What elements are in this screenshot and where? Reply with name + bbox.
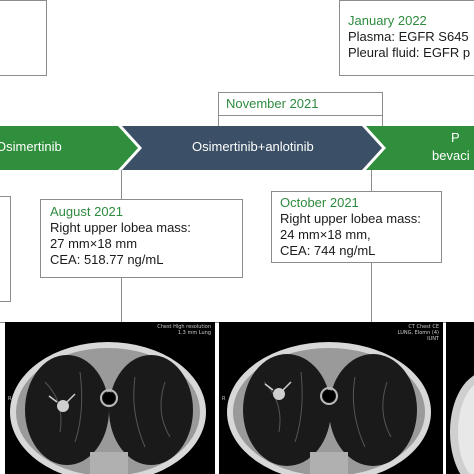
ct-scan-drawing [5,322,215,474]
event-box-january-2022: January 2022 Plasma: EGFR S645 Pleural f… [339,0,474,76]
event-line: 27 mm×18 mm [50,236,138,251]
scan-side-marker: R [8,396,12,402]
connector-line [121,170,122,200]
event-date: November 2021 [226,96,319,111]
ct-scan-image-october: CT Chest CE LUNG, Elomn (4) IUNT R [219,322,443,474]
event-line: Plasma: EGFR S645 [348,29,469,44]
event-line: Right upper lobea mass: [280,211,421,226]
timeline-segment-osimertinib [0,126,138,170]
event-line: 24 mm×18 mm, [280,227,371,242]
connector-line [371,263,372,322]
connector-line [121,278,122,322]
connector-line [371,170,372,192]
connector-line [218,115,219,127]
event-box-october-2021: October 2021 Right upper lobea mass: 24 … [271,191,442,263]
scan-caption: Chest High resolution 1.3 mm Lung [157,324,211,336]
connector-line [382,115,383,127]
timeline-arrows [0,126,474,170]
event-line: Right upper lobea mass: [50,220,191,235]
timeline-label-osimertinib-anlotinib: Osimertinib+anlotinib [192,139,314,154]
timeline-sublabel-third: bevaci [432,148,470,163]
scan-caption: CT Chest CE LUNG, Elomn (4) IUNT [397,324,439,342]
ct-scan-image-august: Chest High resolution 1.3 mm Lung R [5,322,215,474]
event-date: August 2021 [50,204,124,219]
timeline-segment-third [366,126,474,170]
ct-scan-image-partial [446,322,474,474]
timeline-label-osimertinib: Osimertinib [0,139,62,154]
timeline-label-third: P [451,130,460,145]
event-line: CEA: 518.77 ng/mL [50,252,164,267]
event-box-november-2021: November 2021 [218,92,383,116]
ct-scan-drawing [219,322,443,474]
scan-side-marker: R [222,396,226,402]
event-date: January 2022 [348,13,427,28]
event-line: CEA: 744 ng/mL [280,243,376,258]
event-line: Pleural fluid: EGFR p [348,45,471,60]
timeline-segment-osimertinib-anlotinib [122,126,382,170]
left-mid-box [0,196,11,302]
left-top-box [0,0,47,76]
ct-scan-drawing [450,375,474,474]
event-box-august-2021: August 2021 Right upper lobea mass: 27 m… [40,199,243,278]
event-date: October 2021 [280,195,359,210]
